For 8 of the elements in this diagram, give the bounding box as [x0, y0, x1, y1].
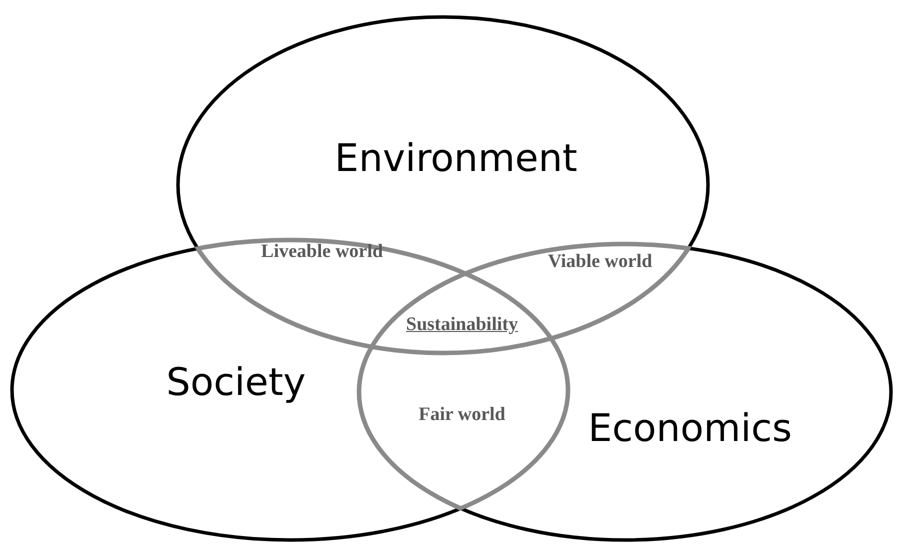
- circle-title: Economics: [588, 406, 792, 450]
- overlap-label: Fair world: [418, 404, 506, 426]
- circle-title: Environment: [334, 136, 578, 180]
- circle-title: Society: [166, 360, 306, 404]
- overlap-label: Sustainability: [406, 314, 518, 336]
- venn-ellipse: [176, 15, 710, 355]
- overlap-label: Viable world: [548, 251, 652, 273]
- overlap-label: Liveable world: [261, 241, 383, 263]
